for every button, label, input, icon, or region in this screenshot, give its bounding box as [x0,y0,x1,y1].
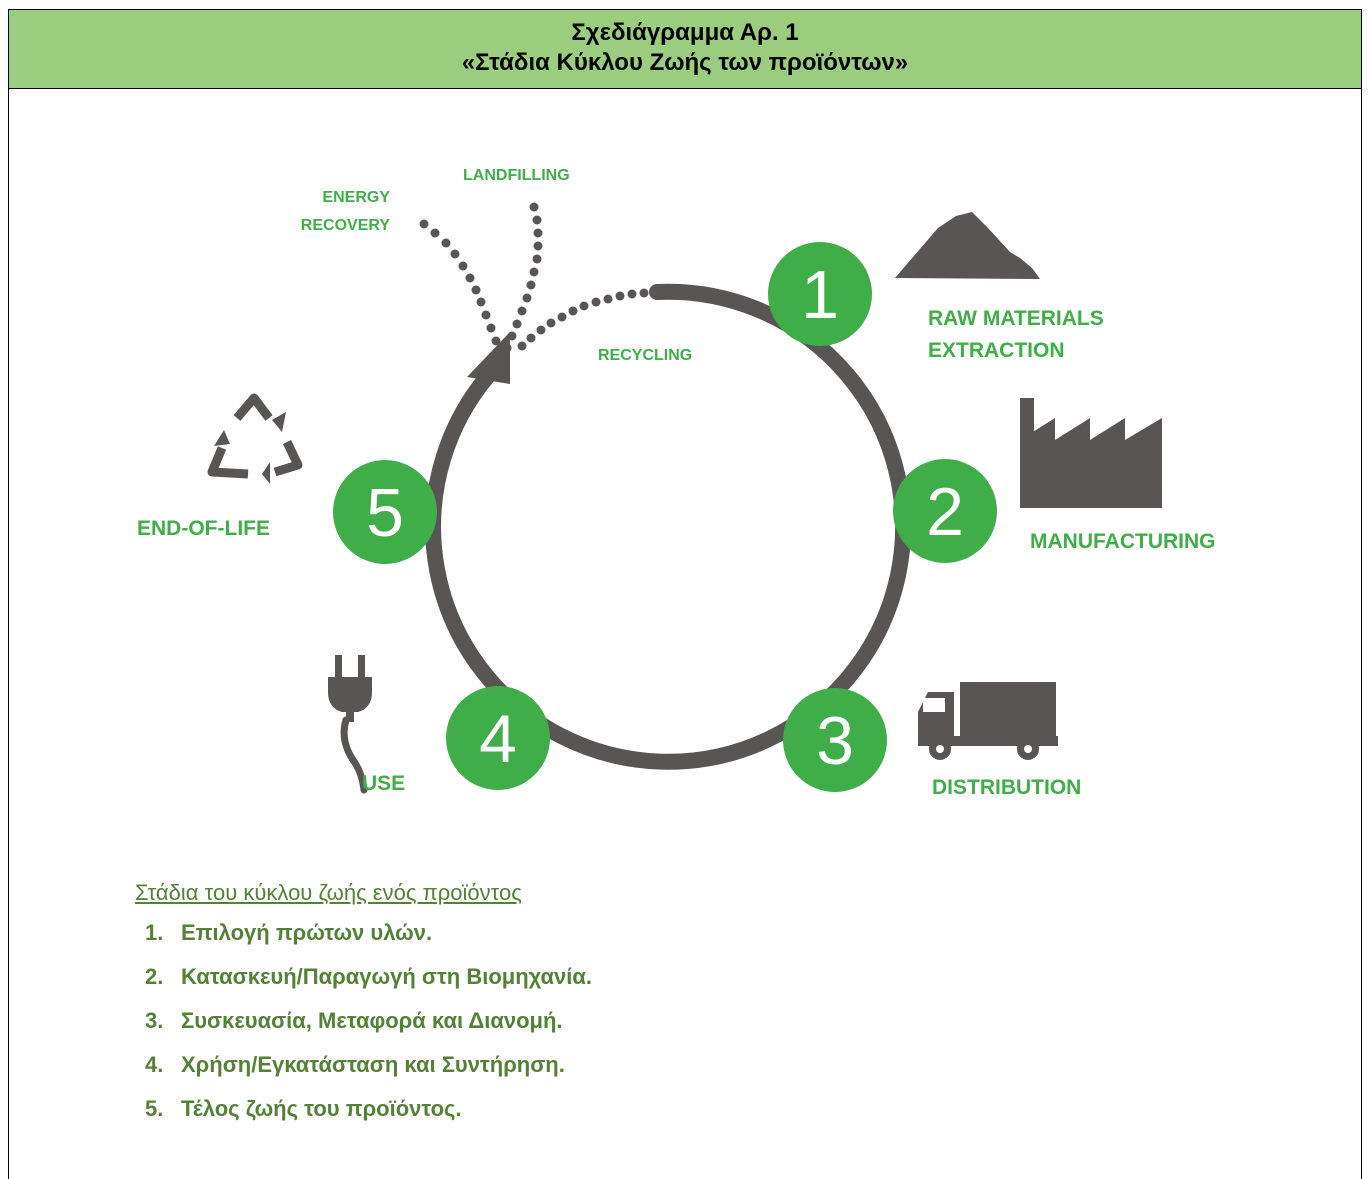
legend-title: Στάδια του κύκλου ζωής ενός προϊόντος [135,880,522,905]
stage-1-number: 1 [801,257,839,333]
stages-legend: Στάδια του κύκλου ζωής ενός προϊόντος 1.… [135,880,592,1138]
figure-frame: Σχεδιάγραμμα Αρ. 1 «Στάδια Κύκλου Ζωής τ… [8,9,1362,1179]
stage-2-badge: 2 [893,459,997,563]
legend-item: 5. Τέλος ζωής του προϊόντος. [135,1094,592,1138]
stage-4-number: 4 [479,701,517,777]
recycling-dots [517,288,649,351]
stage-2-number: 2 [926,474,964,550]
stage-4-label: USE [362,772,405,795]
stage-3-label: DISTRIBUTION [932,776,1081,799]
legend-item-text: Κατασκευή/Παραγωγή στη Βιομηχανία. [181,964,593,989]
legend-item-text: Συσκευασία, Μεταφορά και Διανομή. [181,1008,563,1033]
legend-item-number: 3. [145,1008,164,1033]
plug-icon [328,655,372,794]
stage-5-badge: 5 [333,460,437,564]
legend-list: 1. Επιλογή πρώτων υλών. 2. Κατασκευή/Παραγ… [135,918,592,1138]
truck-icon [918,682,1058,760]
mountain-icon [895,212,1040,279]
stage-4-badge: 4 [446,686,550,790]
figure-number-title: Σχεδιάγραμμα Αρ. 1 [571,19,799,46]
energy-recovery-label-line1: ENERGY [322,189,390,206]
figure-caption-title: «Στάδια Κύκλου Ζωής των προϊόντων» [461,49,909,76]
legend-item: 2. Κατασκευή/Παραγωγή στη Βιομηχανία. [135,962,592,1006]
stage-5-label: END-OF-LIFE [137,517,270,540]
recycling-label: RECYCLING [598,347,692,364]
legend-item: 4. Χρήση/Εγκατάσταση και Συντήρηση. [135,1050,592,1094]
legend-item-text: Τέλος ζωής του προϊόντος. [181,1096,462,1121]
legend-item-text: Χρήση/Εγκατάσταση και Συντήρηση. [181,1052,565,1077]
figure-header: Σχεδιάγραμμα Αρ. 1 «Στάδια Κύκλου Ζωής τ… [9,10,1361,89]
recycle-icon [207,393,303,484]
legend-item: 3. Συσκευασία, Μεταφορά και Διανομή. [135,1006,592,1050]
cycle-arc [425,283,912,770]
stage-3-badge: 3 [783,688,887,792]
legend-item-number: 1. [145,920,164,945]
stage-1-label-line1: RAW MATERIALS [928,307,1104,330]
stage-2-label: MANUFACTURING [1030,530,1215,553]
stage-3-number: 3 [816,703,854,779]
stage-1-badge: 1 [768,242,872,346]
life-cycle-diagram: LANDFILLING ENERGY RECOVERY RECYCLING 1 … [137,167,1215,799]
landfilling-label: LANDFILLING [463,167,570,184]
factory-icon [1020,398,1162,508]
cycle-arrow-head [467,332,510,384]
landfilling-dots [502,202,543,353]
legend-item-number: 5. [145,1096,164,1121]
energy-recovery-label-line2: RECOVERY [301,217,391,234]
stage-5-number: 5 [366,475,404,551]
legend-item: 1. Επιλογή πρώτων υλών. [135,918,592,962]
legend-item-number: 4. [145,1052,164,1077]
legend-item-text: Επιλογή πρώτων υλών. [181,920,433,945]
legend-item-number: 2. [145,964,164,989]
energy-recovery-dots [419,219,501,346]
stage-1-label-line2: EXTRACTION [928,339,1065,362]
